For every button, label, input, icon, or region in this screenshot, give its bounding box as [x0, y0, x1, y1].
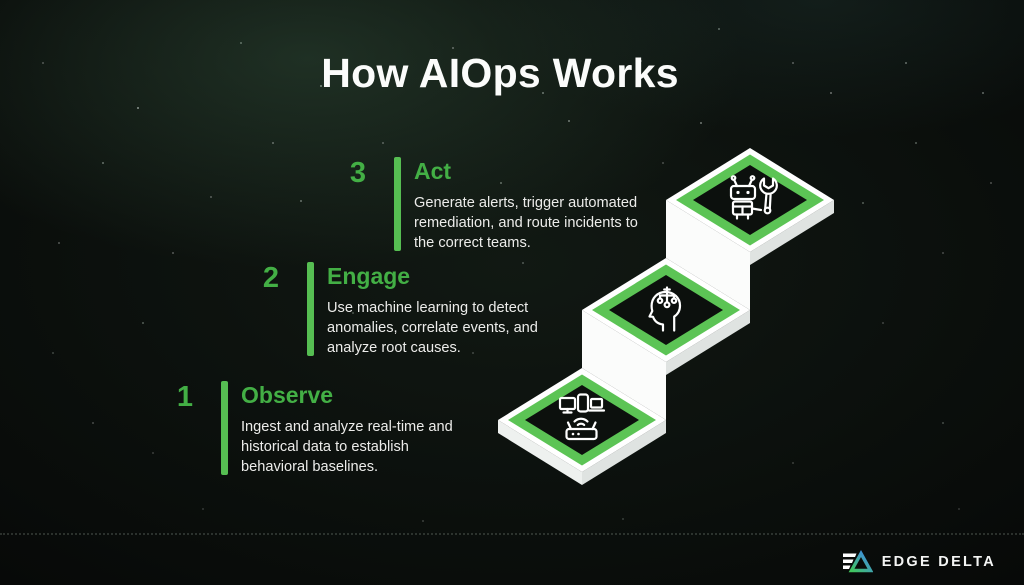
- step-text-block: Engage Use machine learning to detect an…: [327, 262, 583, 358]
- staircase-step-act: [666, 148, 834, 310]
- step-text-block: Observe Ingest and analyze real-time and…: [241, 381, 497, 477]
- edge-delta-logo: EDGE DELTA: [842, 550, 996, 574]
- robot-wrench-icon: [729, 175, 778, 220]
- step-description: Generate alerts, trigger automated remed…: [414, 195, 638, 252]
- brand-name: EDGE DELTA: [881, 554, 996, 570]
- step-row-observe: 1 Observe Ingest and analyze real-time a…: [167, 381, 497, 477]
- devices-icon: [558, 393, 606, 441]
- step-accent-bar: [307, 262, 314, 356]
- footer-divider: [0, 533, 1024, 535]
- staircase-step-engage: [582, 258, 750, 420]
- edge-delta-logo-icon: [842, 550, 873, 573]
- page-title: How AIOps Works: [321, 50, 679, 96]
- step-accent-bar: [221, 381, 228, 475]
- step-text-block: Act Generate alerts, trigger automated r…: [414, 157, 670, 253]
- step-row-engage: 2 Engage Use machine learning to detect …: [253, 262, 583, 358]
- step-accent-bar: [394, 157, 401, 251]
- step-row-act: 3 Act Generate alerts, trigger automated…: [340, 157, 670, 253]
- step-description: Ingest and analyze real-time and histori…: [241, 419, 453, 476]
- machine-learning-head-icon: [648, 286, 682, 332]
- step-heading: Observe: [241, 382, 334, 408]
- step-number: 1: [176, 381, 193, 413]
- starfield-decoration: [0, 0, 2, 2]
- step-number: 3: [349, 157, 366, 189]
- staircase-step-observe: [498, 368, 666, 485]
- step-heading: Act: [414, 158, 452, 184]
- step-heading: Engage: [327, 263, 411, 289]
- step-description: Use machine learning to detect anomalies…: [327, 300, 538, 357]
- step-number: 2: [262, 262, 279, 294]
